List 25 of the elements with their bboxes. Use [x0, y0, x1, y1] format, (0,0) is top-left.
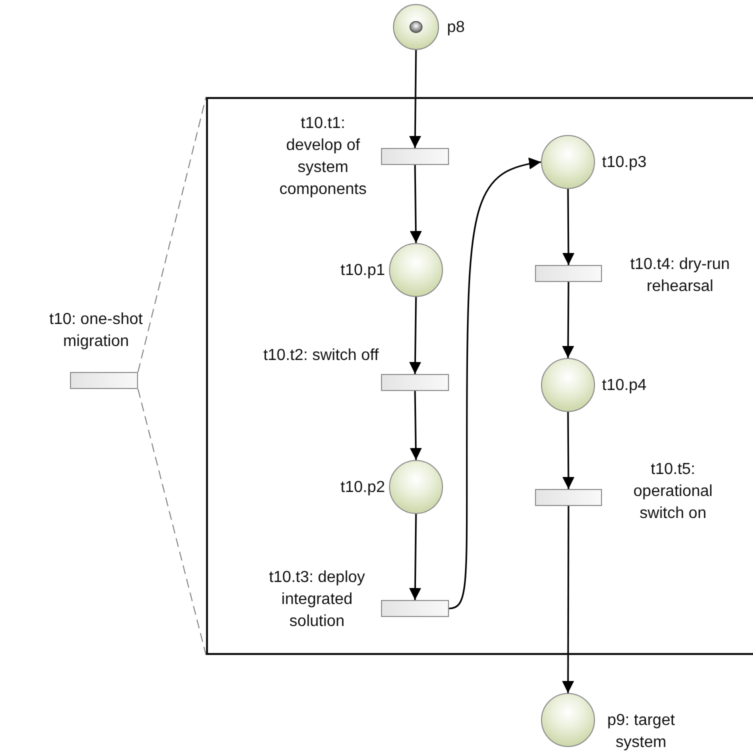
zoom-line: [138, 96, 206, 372]
transition-label: t10.t3: deploy integrated solution: [268, 568, 366, 632]
arc-arrow: [410, 164, 422, 244]
arc-arrow: [562, 506, 574, 693]
arc-arrow: [409, 514, 422, 600]
place-label: t10.p4: [602, 376, 648, 396]
transition-label: t10.t1: develop of system components: [278, 114, 368, 200]
arc-arrow: [448, 158, 542, 610]
arc-arrow: [410, 390, 422, 460]
place-label: p8: [447, 18, 466, 38]
place-label: t10.p2: [340, 478, 385, 498]
place-label: p9: target system: [606, 711, 676, 753]
transition-label: t10.t5: operational switch on: [632, 460, 714, 524]
transition-label: t10: one-shot migration: [48, 310, 144, 352]
arc-arrow: [409, 296, 422, 374]
zoom-line: [138, 388, 206, 656]
transition-label: t10.t2: switch off: [263, 346, 379, 366]
arc-arrow: [562, 282, 574, 358]
place-label: t10.p3: [602, 153, 648, 173]
arc-arrow: [409, 50, 422, 148]
subnet-frame: [206, 97, 753, 655]
place-label: t10.p1: [340, 261, 385, 281]
arc-arrow: [562, 412, 574, 489]
transition-label: t10.t4: dry-run rehearsal: [629, 255, 731, 297]
arc-arrow: [562, 189, 574, 265]
